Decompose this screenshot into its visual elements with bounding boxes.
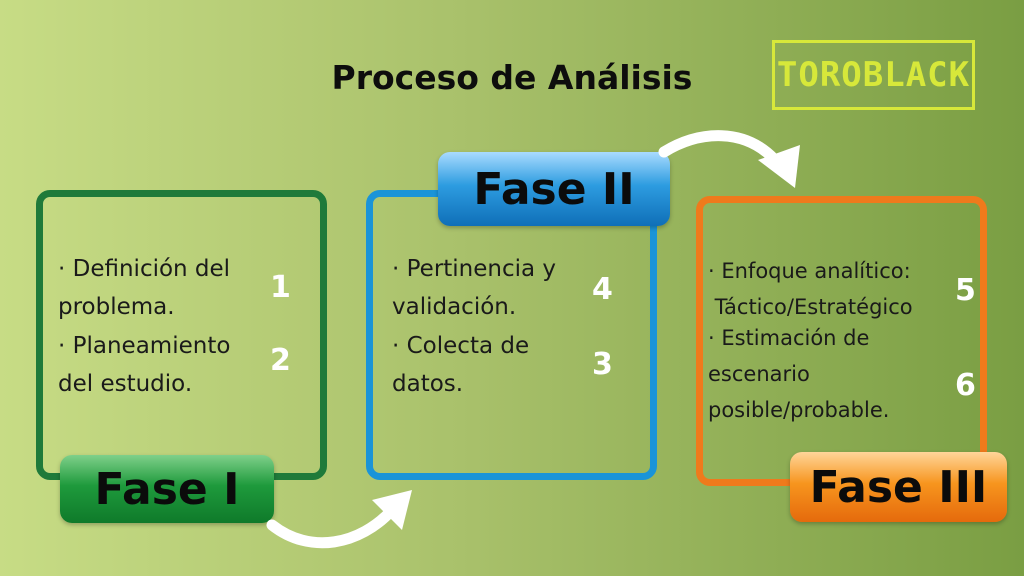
- phase-1-item-1-number: 1: [270, 270, 291, 305]
- diagram-title: Proceso de Análisis: [331, 58, 693, 97]
- phase-3-item-1-line-2: Táctico/Estratégico: [708, 295, 913, 319]
- phase-1-item-2: · Planeamiento del estudio.: [58, 327, 230, 403]
- toroblack-logo: TOROBLACK: [772, 40, 975, 110]
- phase-1-item-1-line-1: · Definición del: [58, 256, 231, 282]
- phase-3-item-1: · Enfoque analítico: Táctico/Estratégico: [708, 253, 913, 325]
- phase-3-item-2-line-1: · Estimación de: [708, 326, 870, 350]
- phase-2-item-1-number: 4: [592, 272, 613, 307]
- phase-3-item-1-line-1: · Enfoque analítico:: [708, 259, 911, 283]
- phase-2-item-2-line-2: datos.: [392, 371, 464, 397]
- phase-2-item-1: · Pertinencia y validación.: [392, 250, 556, 326]
- phase-1-item-2-line-1: · Planeamiento: [58, 333, 231, 359]
- phase-1-item-1-line-2: problema.: [58, 294, 175, 320]
- phase-1-item-2-number: 2: [270, 343, 291, 378]
- phase-2-label: Fase II: [438, 152, 670, 226]
- phase-2-item-2: · Colecta de datos.: [392, 327, 529, 403]
- phase-1-item-2-line-2: del estudio.: [58, 371, 193, 397]
- phase-3-item-2: · Estimación de escenario posible/probab…: [708, 320, 889, 428]
- phase-1-item-1: · Definición del problema.: [58, 250, 230, 326]
- phase-3-item-2-number: 6: [955, 368, 976, 403]
- phase-2-item-2-number: 3: [592, 347, 613, 382]
- phase-2-item-2-line-1: · Colecta de: [392, 333, 530, 359]
- phase-3-item-1-number: 5: [955, 273, 976, 308]
- phase-3-item-2-line-2: escenario: [708, 362, 810, 386]
- phase-2-item-1-line-2: validación.: [392, 294, 517, 320]
- phase-3-item-2-line-3: posible/probable.: [708, 398, 890, 422]
- phase-2-item-1-line-1: · Pertinencia y: [392, 256, 557, 282]
- phase-3-label: Fase III: [790, 452, 1007, 522]
- phase-1-label: Fase I: [60, 455, 274, 523]
